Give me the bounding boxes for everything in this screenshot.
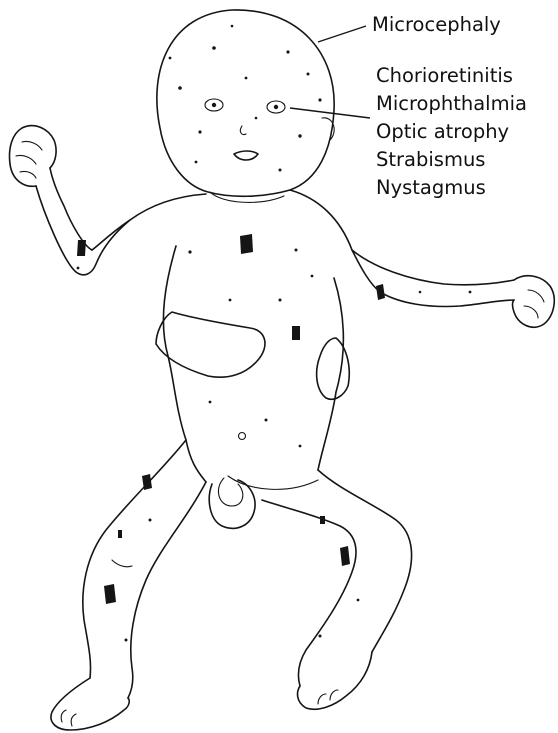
eye-findings-leader-line: [290, 108, 370, 118]
label-optic-atrophy: Optic atrophy: [376, 120, 509, 143]
left-eye: [205, 99, 223, 111]
genitalia: [209, 478, 255, 528]
label-microcephaly: Microcephaly: [372, 13, 501, 36]
right-leg: [262, 470, 412, 709]
skin-lesions: [77, 25, 472, 642]
microcephaly-leader-line: [318, 26, 366, 42]
right-eye: [267, 101, 285, 113]
left-leg: [51, 440, 206, 730]
label-strabismus: Strabismus: [376, 148, 485, 171]
label-microphthalmia: Microphthalmia: [376, 92, 527, 115]
liver-hatched-area: [156, 312, 265, 377]
annotation-labels: Microcephaly Chorioretinitis Microphthal…: [372, 13, 527, 199]
navel: [239, 433, 246, 440]
left-arm: [10, 126, 131, 275]
label-nystagmus: Nystagmus: [376, 176, 486, 199]
spleen-hatched-area: [317, 338, 350, 399]
head: [157, 10, 334, 202]
label-chorioretinitis: Chorioretinitis: [376, 64, 513, 87]
